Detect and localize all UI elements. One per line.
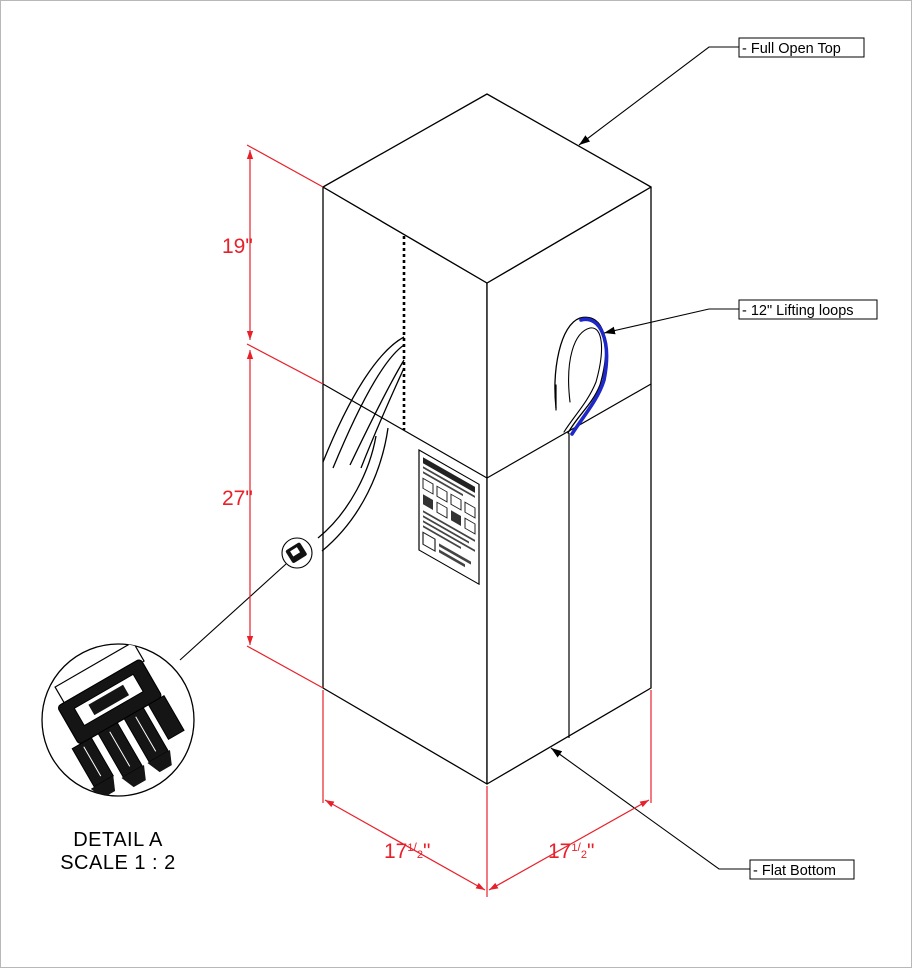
callout-flat-bottom: - Flat Bottom [550,747,855,880]
tie-straps [317,336,405,552]
dim-upper-height: 19" [222,235,253,258]
buckle-callout [179,537,313,661]
buckle-detail-icon [54,644,185,796]
svg-text:- Flat Bottom: - Flat Bottom [753,863,836,879]
dim-lower-height: 27" [222,487,253,510]
label-full-open-top: Full Open Top [751,41,841,57]
detail-scale: SCALE 1 : 2 [60,852,176,874]
bag-top-opening [322,93,652,284]
callout-full-open-top: - Full Open Top [578,37,865,146]
lifting-loop [554,316,609,436]
dim-left-width: 171/2" [384,840,430,863]
label-lifting-loops: 12" Lifting loops [751,303,854,319]
dim-right-width: 171/2" [548,840,594,863]
instruction-label [418,449,480,586]
bag-body [322,93,652,785]
detail-a-view [41,643,195,797]
callout-lifting-loops: - 12" Lifting loops [603,299,878,335]
label-flat-bottom: Flat Bottom [762,863,836,879]
svg-text:- Full Open Top: - Full Open Top [742,41,841,57]
detail-title: DETAIL A [73,829,163,851]
svg-text:- 12" Lifting loops: - 12" Lifting loops [742,303,854,319]
dimension-lines [246,144,652,897]
cuff-seam [322,383,652,479]
